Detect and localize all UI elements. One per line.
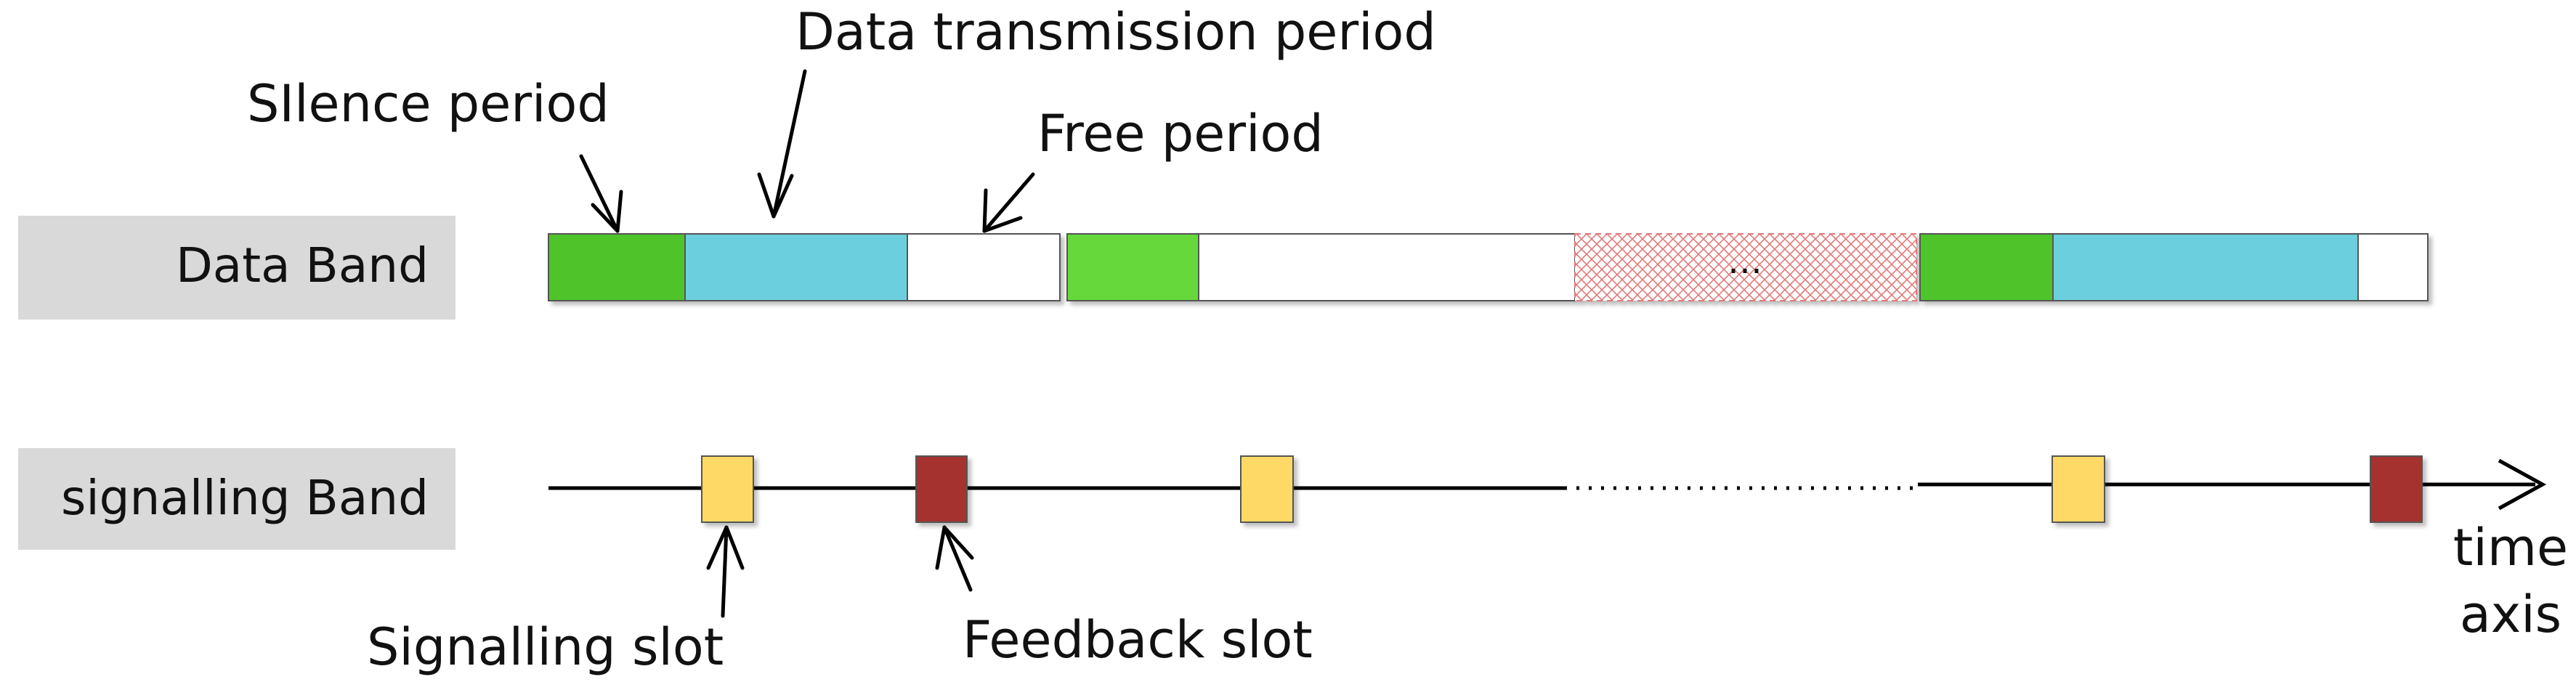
signalling-slot (701, 455, 754, 523)
time-axis-arrowhead (2498, 458, 2547, 511)
feedback-slot (915, 455, 968, 523)
silence-period-label: SIlence period (247, 74, 609, 134)
signalling-slot-arrow (706, 525, 745, 618)
signalling-band-label: signalling Band (18, 448, 455, 550)
data-band-label: Data Band (18, 216, 455, 320)
signalling-slots (701, 455, 2423, 523)
signalling-slot (1240, 455, 1294, 523)
signalling-band-label-text: signalling Band (61, 470, 429, 526)
data-band-track (548, 233, 2429, 301)
silence-segment (1919, 233, 2054, 301)
data-transmission-period-label: Data transmission period (795, 2, 1436, 62)
data-band-label-bg (18, 216, 455, 320)
data-transmission-arrow (757, 69, 807, 219)
data-band-label-text: Data Band (176, 238, 429, 293)
signalling-band-label-bg (18, 448, 455, 550)
signalling-timeline (548, 458, 2547, 511)
signalling-slot-label: Signalling slot (367, 617, 724, 677)
feedback-slot-arrow (935, 525, 974, 592)
silence-period-arrow (579, 154, 623, 233)
time-axis-label-line2: axis (2460, 585, 2561, 644)
transmission-segment (684, 233, 908, 301)
skipped-segment (1574, 233, 1917, 301)
feedback-slot-label: Feedback slot (963, 610, 1313, 670)
free-segment (2357, 233, 2429, 301)
signalling-slot (2052, 455, 2105, 523)
transmission-segment (2052, 233, 2359, 301)
silence-segment (1066, 233, 1199, 301)
annotation-arrows (579, 69, 1035, 618)
data-band-ellipsis: … (1728, 241, 1762, 282)
free-segment (1198, 233, 1576, 301)
free-period-label: Free period (1037, 104, 1324, 163)
time-axis-label-line1: time (2453, 518, 2568, 577)
feedback-slot (2370, 455, 2423, 523)
silence-segment (548, 233, 686, 301)
free-segment (907, 233, 1061, 301)
free-period-arrow (982, 172, 1035, 233)
